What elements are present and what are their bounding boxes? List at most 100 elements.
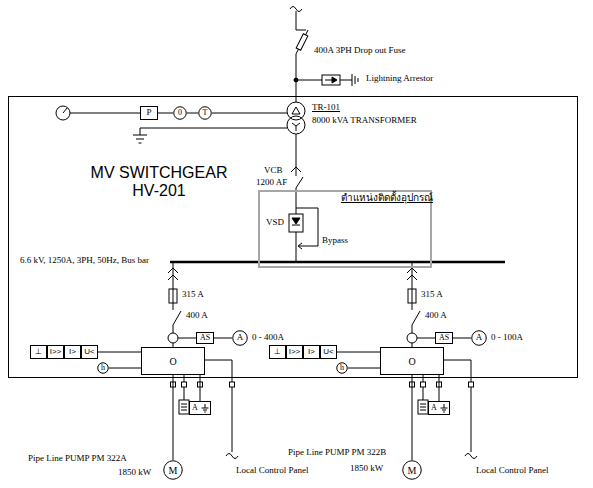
circle-outline xyxy=(233,331,248,346)
wire xyxy=(453,338,471,339)
lightning-arrester xyxy=(322,75,340,85)
diode-bar xyxy=(292,225,300,226)
breaker-label: VCB xyxy=(264,166,283,176)
circle-outline xyxy=(337,363,348,374)
ammeter-switch: AS xyxy=(435,332,453,344)
arrester-label: Lightning Arrestor xyxy=(366,74,433,84)
secondary-line xyxy=(296,232,297,262)
fuse-label: 400A 3PH Drop out Fuse xyxy=(314,46,406,56)
bypass-label: Bypass xyxy=(322,236,348,246)
circle-outline xyxy=(98,363,109,374)
wire xyxy=(98,352,141,353)
protection-relay: I>> xyxy=(286,345,303,359)
secondary-line xyxy=(296,134,297,176)
ammeter-switch: AS xyxy=(196,332,214,344)
circle-outline xyxy=(164,461,183,480)
transformer-rating: 8000 kVA TRANSFORMER xyxy=(312,116,417,126)
motor-symbol: M xyxy=(163,460,183,480)
node-text: AS xyxy=(200,334,210,343)
node-text: A xyxy=(431,404,437,413)
node-text: I>> xyxy=(289,348,301,357)
node-text: h xyxy=(340,364,344,373)
wire xyxy=(187,113,198,114)
temperature-sensor: T xyxy=(198,106,212,120)
wire xyxy=(337,352,380,353)
wire xyxy=(348,368,380,369)
node-text: A xyxy=(237,333,244,343)
ammeter: A xyxy=(232,330,248,346)
pump-rating: 1850 kW xyxy=(118,468,151,478)
bypass-arrow xyxy=(298,243,302,249)
bus-rating: 6.6 kV, 1250A, 3PH, 50Hz, Bus bar xyxy=(20,256,149,266)
earth-fault-sensor: A xyxy=(189,401,211,415)
drop-out-fuse xyxy=(296,34,308,51)
incoming-supply xyxy=(56,7,505,263)
node-text: P xyxy=(146,108,151,118)
wire xyxy=(200,375,201,401)
protection-relay: U< xyxy=(81,345,98,359)
node-text: ⊥ xyxy=(274,348,281,357)
withdrawable-contact xyxy=(291,167,301,172)
arrester-arrow xyxy=(325,77,337,83)
node-text: U< xyxy=(323,348,333,357)
earth-fault-sensor: A xyxy=(428,401,450,415)
hour-meter: h xyxy=(97,362,109,374)
node-text: AS xyxy=(439,334,449,343)
wire xyxy=(439,375,440,401)
vsd-location-zone: ตำแหน่งติดตั้งอุปกรณ์ xyxy=(258,190,432,268)
protection-relay: ⊥ xyxy=(30,345,47,359)
protection-relay: U< xyxy=(320,345,337,359)
diode-symbol xyxy=(292,218,300,224)
node-text: U< xyxy=(84,348,94,357)
node-text: O xyxy=(169,356,176,367)
ammeter: A xyxy=(471,330,487,346)
breaker-blade xyxy=(296,177,303,188)
pressure-switch-box: P xyxy=(140,106,158,120)
protection-relay: I> xyxy=(303,345,320,359)
node-text: M xyxy=(408,465,417,476)
pump-name: Pipe Line PUMP PM 322B xyxy=(288,448,386,458)
circle-outline xyxy=(472,331,487,346)
fuse-rating: 315 A xyxy=(182,290,204,300)
wire xyxy=(158,113,173,114)
neutral-ground xyxy=(133,128,287,143)
node-text: MV SWITCHGEAR HV-201 xyxy=(79,164,239,199)
gauge-pointer xyxy=(63,108,67,113)
bypass-line xyxy=(296,208,318,246)
node-text: 0 xyxy=(178,109,182,118)
circle-outline xyxy=(199,107,212,120)
meter-range: 0 - 100A xyxy=(491,333,523,343)
vsd-label: VSD xyxy=(266,218,284,228)
node-text: T xyxy=(203,109,208,118)
transformer-winding xyxy=(287,116,305,134)
wire xyxy=(109,368,141,369)
node-text: A xyxy=(192,404,198,413)
sensor-lead xyxy=(212,113,287,114)
node-text: O xyxy=(408,356,415,367)
protection-relay: I> xyxy=(64,345,81,359)
node-text: I>> xyxy=(50,348,62,357)
node-text: A xyxy=(476,333,483,343)
sensor-lead xyxy=(70,113,140,114)
equipment-tag: TR-101 xyxy=(312,103,340,113)
motor-protection-unit: O xyxy=(380,347,444,375)
circle-outline xyxy=(403,461,422,480)
earth-symbol xyxy=(202,404,209,412)
pump-rating: 1850 kW xyxy=(350,464,383,474)
protection-relay: I>> xyxy=(47,345,64,359)
gauge-symbol xyxy=(56,106,70,120)
wire xyxy=(214,338,232,339)
earth-symbol xyxy=(441,404,448,412)
fuse-link xyxy=(296,30,308,54)
wire xyxy=(173,375,174,460)
motor-protection-unit: O xyxy=(141,347,205,375)
switch-rating: 400 A xyxy=(186,311,208,321)
wire xyxy=(412,375,413,460)
bus-bar xyxy=(170,261,505,264)
node-text: ตำแหน่งติดตั้งอุปกรณ์ xyxy=(302,192,472,203)
vsd-symbol xyxy=(289,214,303,232)
delta-symbol xyxy=(292,107,300,114)
